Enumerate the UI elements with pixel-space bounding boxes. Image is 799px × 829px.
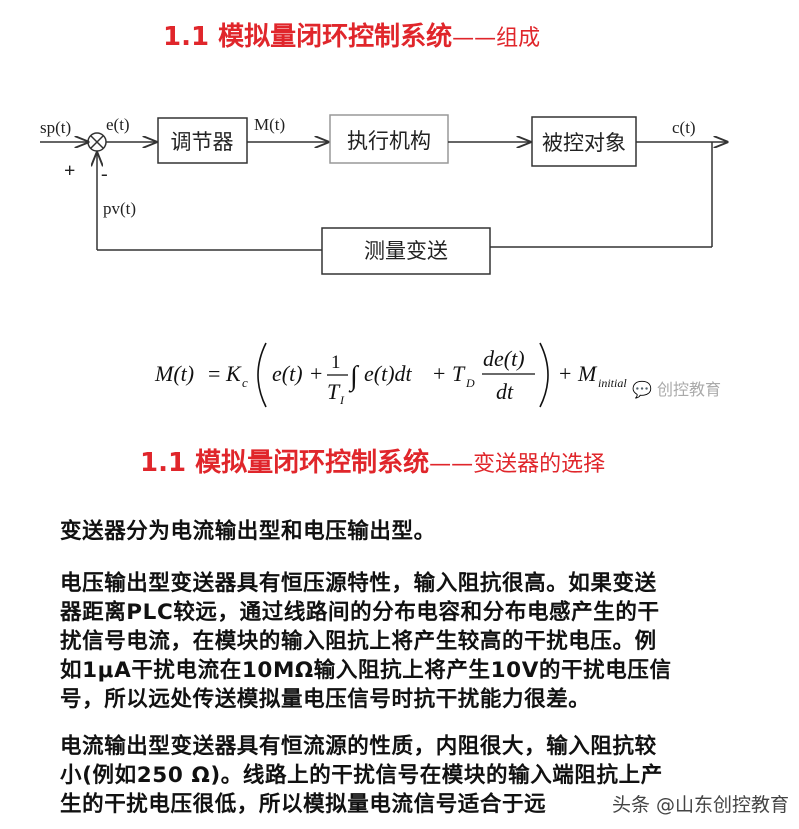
paragraph-2-line: 如1μA干扰电流在10MΩ输入阻抗上将产生10V的干扰电压信 (60, 658, 672, 683)
paragraph-3-line: 小(例如250 Ω)。线路上的干扰信号在模块的输入端阻抗上产 (60, 763, 663, 788)
watermark-source: 头条 @山东创控教育 (612, 794, 790, 816)
label-pv: pv(t) (103, 199, 136, 218)
block-plant-label: 被控对象 (542, 131, 626, 155)
transmitter-block (321, 227, 491, 275)
label-sp: sp(t) (40, 118, 71, 137)
svg-text:dt: dt (496, 379, 514, 404)
svg-text:I: I (339, 393, 345, 407)
paragraph-3-line: 电流输出型变送器具有恒流源的性质，内阻很大，输入阻抗较 (60, 734, 657, 759)
watermark-logo: 💬 创控教育 (632, 380, 722, 399)
paragraph-2-line: 号，所以远处传送模拟量电压信号时抗干扰能力很差。 (60, 687, 591, 712)
svg-text:c: c (242, 375, 248, 390)
paragraph-2-line: 器距离PLC较远，通过线路间的分布电容和分布电感产生的干 (60, 600, 660, 625)
paragraph-2-line: 电压输出型变送器具有恒压源特性，输入阻抗很高。如果变送 (60, 571, 657, 596)
svg-text:∫: ∫ (348, 361, 360, 393)
paragraph-2-line: 扰信号电流，在模块的输入阻抗上将产生较高的干扰电压。例 (60, 629, 657, 654)
svg-text:D: D (465, 376, 475, 390)
title-sub: ——变送器的选择 (429, 452, 606, 477)
block-transmitter-label: 测量变送 (364, 239, 448, 263)
title-sub: ——组成 (452, 26, 541, 51)
label-m: M(t) (254, 115, 285, 134)
block-actuator-label: 执行机构 (347, 129, 431, 153)
label-minus: - (101, 163, 108, 185)
controller-block (157, 117, 248, 164)
actuator-block (329, 114, 449, 164)
section-title-transmitter: 1.1 模拟量闭环控制系统——变送器的选择 (140, 442, 605, 479)
svg-text:de(t): de(t) (483, 346, 525, 371)
formula-kc: K (225, 361, 242, 386)
svg-text:initial: initial (598, 376, 627, 390)
svg-text:T: T (452, 361, 466, 386)
svg-text:+: + (310, 361, 322, 386)
svg-text:e(t)dt: e(t)dt (364, 361, 413, 386)
pid-formula: M(t) = K c e(t) + 1 T I ∫ e(t)dt + T D d… (154, 342, 627, 408)
svg-text:T: T (327, 379, 341, 404)
paragraph-3-line: 生的干扰电压很低，所以模拟量电流信号适合于远 (60, 792, 547, 817)
paren-left (257, 342, 267, 408)
svg-text:+: + (433, 361, 445, 386)
title-main: 1.1 模拟量闭环控制系统 (163, 22, 453, 52)
paragraph-1-line: 变送器分为电流输出型和电压输出型。 (60, 519, 436, 544)
svg-text:1: 1 (331, 352, 341, 373)
svg-text:M: M (577, 361, 598, 386)
label-e: e(t) (106, 115, 130, 134)
title-main: 1.1 模拟量闭环控制系统 (140, 448, 430, 478)
section-title-composition: 1.1 模拟量闭环控制系统——组成 (163, 16, 540, 53)
svg-text:e(t): e(t) (272, 361, 303, 386)
control-loop-diagram: sp(t) e(t) M(t) c(t) pv(t) + - 调节器 执行机构 … (40, 114, 799, 275)
formula-eq: = (208, 361, 220, 386)
label-c: c(t) (672, 118, 696, 137)
svg-text:+: + (559, 361, 571, 386)
label-plus: + (64, 160, 75, 182)
paren-right (539, 342, 549, 408)
block-controller-label: 调节器 (171, 130, 234, 154)
formula-lhs: M(t) (154, 361, 194, 386)
